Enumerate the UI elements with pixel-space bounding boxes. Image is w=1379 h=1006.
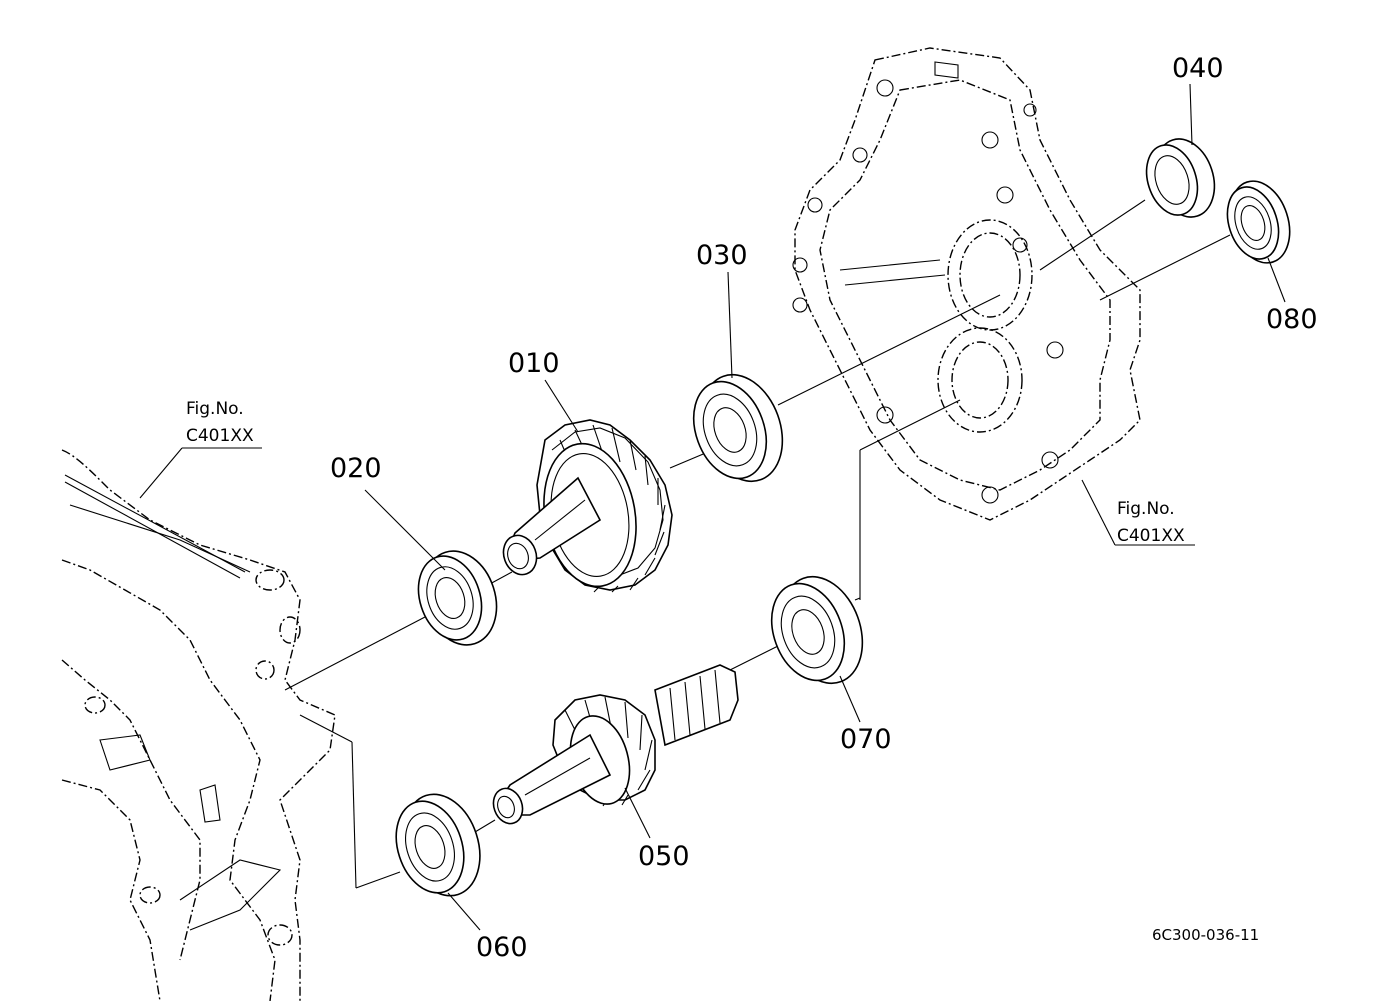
label-030: 030: [696, 240, 748, 271]
label-020: 020: [330, 453, 382, 484]
bearing-030: [692, 373, 784, 483]
leader-lines: [139, 83, 1286, 931]
label-080: 080: [1266, 304, 1318, 335]
pinion-shaft-050: [492, 664, 739, 825]
fig-ref-left-number: C401XX: [186, 426, 254, 446]
label-010: 010: [508, 348, 560, 379]
gear-shaft-010: [502, 419, 673, 593]
bearing-020: [417, 550, 498, 646]
label-060: 060: [476, 932, 528, 963]
fig-ref-right-title: Fig.No.: [1117, 499, 1175, 519]
fig-ref-right-number: C401XX: [1117, 526, 1185, 546]
part-labels: 010 020 030 040 050 060 070 080: [330, 53, 1318, 963]
bearing-060: [395, 793, 481, 897]
label-050: 050: [638, 841, 690, 872]
label-070: 070: [840, 724, 892, 755]
figure-reference-right: Fig.No. C401XX: [1117, 499, 1185, 546]
bearing-070: [770, 575, 864, 685]
figure-reference-left: Fig.No. C401XX: [186, 399, 254, 446]
label-040: 040: [1172, 53, 1224, 84]
drawing-code: 6C300-036-11: [1152, 926, 1259, 944]
fig-ref-left-title: Fig.No.: [186, 399, 244, 419]
bearing-cover-housing: [792, 47, 1141, 521]
collar-040: [1145, 138, 1216, 218]
left-transmission-case: [61, 449, 336, 1002]
assembly-centerlines: [284, 199, 1231, 889]
oil-seal-080: [1226, 180, 1291, 264]
